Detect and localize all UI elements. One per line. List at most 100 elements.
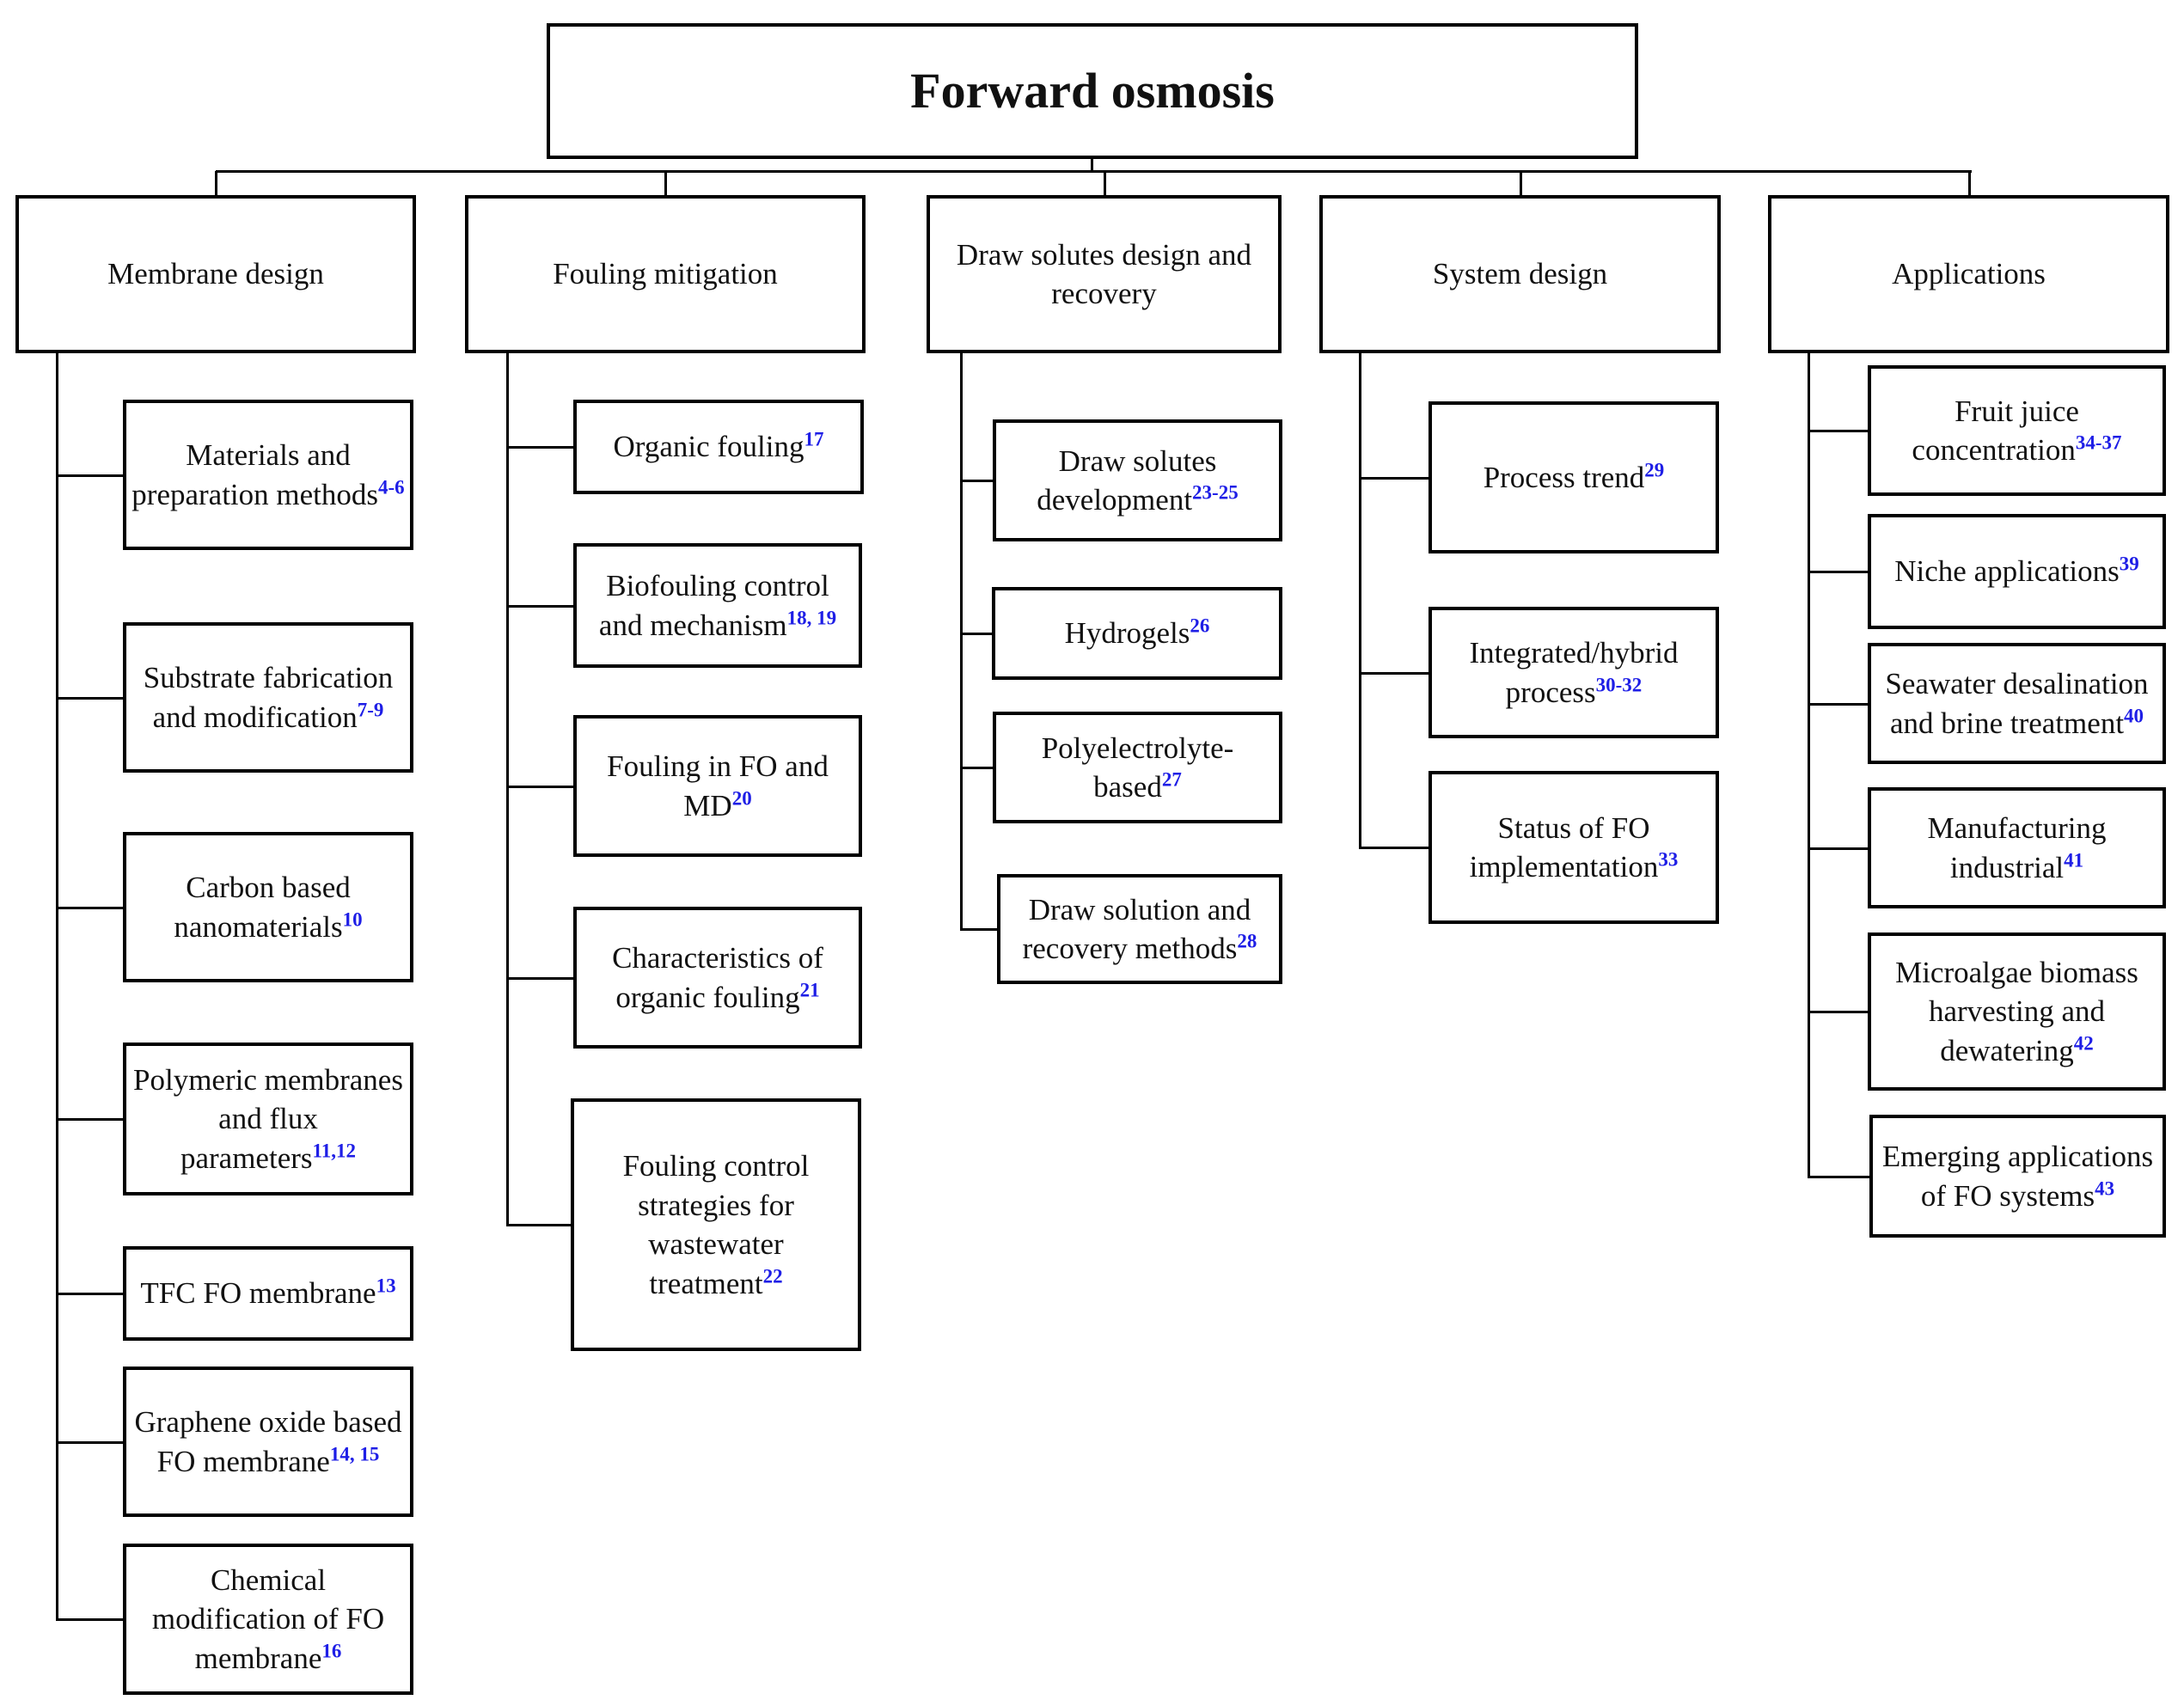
- subtopic-label: Graphene oxide based FO membrane: [134, 1405, 402, 1478]
- spine-line-membrane-design: [56, 353, 58, 1621]
- category-drop-line-membrane-design: [215, 171, 217, 195]
- subtopic-box-fouling-in-fo-and-md: Fouling in FO and MD20: [573, 715, 862, 857]
- reference-number: 4-6: [378, 475, 405, 498]
- branch-line-draw-solutes-design-and-recovery: [961, 480, 993, 482]
- subtopic-label: Fruit juice concentration: [1912, 394, 2079, 468]
- subtopic-label: Process trend: [1483, 460, 1645, 494]
- branch-line-membrane-design: [57, 1118, 123, 1121]
- reference-number: 30-32: [1595, 673, 1643, 695]
- subtopic-content: Status of FO implementation33: [1437, 809, 1710, 887]
- reference-number: 34-37: [2075, 431, 2122, 454]
- category-label: Fouling mitigation: [553, 257, 778, 291]
- subtopic-box-chemical-modification-of-fo-membrane: Chemical modification of FO membrane16: [123, 1544, 413, 1695]
- reference-number: 42: [2073, 1032, 2094, 1055]
- subtopic-content: Fouling control strategies for wastewate…: [579, 1147, 853, 1303]
- branch-line-system-design: [1360, 476, 1428, 480]
- reference-number: 16: [321, 1640, 342, 1662]
- branch-line-applications: [1808, 702, 1868, 706]
- spine-line-system-design: [1359, 353, 1361, 849]
- branch-line-membrane-design: [57, 1293, 123, 1295]
- subtopic-box-carbon-based-nanomaterials: Carbon based nanomaterials10: [123, 832, 413, 982]
- reference-number: 43: [2095, 1177, 2115, 1199]
- subtopic-label: Substrate fabrication and modification: [143, 661, 394, 734]
- reference-number: 13: [376, 1275, 396, 1297]
- branch-line-draw-solutes-design-and-recovery: [961, 928, 997, 931]
- branch-line-membrane-design: [57, 696, 123, 700]
- subtopic-content: Manufacturing industrial41: [1876, 809, 2157, 887]
- subtopic-box-draw-solution-and-recovery-methods: Draw solution and recovery methods28: [997, 874, 1282, 984]
- subtopic-box-biofouling-control-and-mechanism: Biofouling control and mechanism18, 19: [573, 543, 862, 668]
- reference-number: 27: [1161, 768, 1182, 791]
- category-drop-line-system-design: [1519, 171, 1522, 195]
- subtopic-box-emerging-applications-of-fo-systems: Emerging applications of FO systems43: [1869, 1115, 2166, 1238]
- subtopic-box-tfc-fo-membrane: TFC FO membrane13: [123, 1246, 413, 1341]
- subtopic-content: Polyelectrolyte-based27: [1001, 729, 1274, 807]
- branch-line-applications: [1808, 571, 1868, 573]
- branch-line-draw-solutes-design-and-recovery: [961, 633, 992, 635]
- reference-number: 40: [2124, 704, 2144, 726]
- subtopic-label: Draw solutes development: [1037, 443, 1217, 517]
- subtopic-box-status-of-fo-implementation: Status of FO implementation33: [1428, 771, 1719, 924]
- subtopic-label: Carbon based nanomaterials: [174, 871, 351, 944]
- subtopic-label: Manufacturing industrial: [1927, 811, 2107, 884]
- subtopic-content: Carbon based nanomaterials10: [132, 868, 405, 946]
- subtopic-label: Integrated/hybrid process: [1469, 636, 1679, 709]
- category-label: Draw solutes design and recovery: [956, 237, 1252, 311]
- subtopic-content: Substrate fabrication and modification7-…: [132, 658, 405, 737]
- subtopic-content: Characteristics of organic fouling21: [582, 939, 853, 1017]
- category-drop-line-draw-solutes-design-and-recovery: [1103, 171, 1106, 195]
- subtopic-content: Integrated/hybrid process30-32: [1437, 633, 1710, 712]
- subtopic-box-fouling-control-strategies-for-wastewater-treatment: Fouling control strategies for wastewate…: [571, 1098, 861, 1351]
- reference-number: 17: [804, 428, 824, 450]
- subtopic-content: Seawater desalination and brine treatmen…: [1876, 664, 2157, 743]
- category-label: Membrane design: [107, 257, 324, 291]
- subtopic-content: Organic fouling17: [614, 427, 824, 467]
- subtopic-content: Biofouling control and mechanism18, 19: [582, 566, 853, 645]
- subtopic-content: Process trend29: [1484, 458, 1665, 498]
- subtopic-box-polymeric-membranes-and-flux-parameters: Polymeric membranes and flux parameters1…: [123, 1043, 413, 1195]
- subtopic-box-hydrogels: Hydrogels26: [992, 587, 1282, 680]
- spine-line-applications: [1808, 353, 1810, 1178]
- subtopic-box-polyelectrolyte-based: Polyelectrolyte-based27: [993, 712, 1282, 823]
- subtopic-label: TFC FO membrane: [140, 1276, 376, 1311]
- reference-number: 7-9: [357, 698, 384, 720]
- category-box-applications: Applications: [1768, 195, 2169, 353]
- category-box-draw-solutes-design-and-recovery: Draw solutes design and recovery: [927, 195, 1282, 353]
- reference-number: 33: [1658, 848, 1679, 871]
- branch-line-applications: [1808, 1011, 1868, 1013]
- reference-number: 20: [731, 786, 752, 809]
- subtopic-box-fruit-juice-concentration: Fruit juice concentration34-37: [1868, 365, 2166, 496]
- subtopic-box-substrate-fabrication-and-modification: Substrate fabrication and modification7-…: [123, 622, 413, 773]
- subtopic-label: Polyelectrolyte-based: [1041, 731, 1234, 804]
- subtopic-label: Draw solution and recovery methods: [1022, 892, 1251, 966]
- reference-number: 21: [799, 978, 820, 1000]
- subtopic-box-integrated-hybrid-process: Integrated/hybrid process30-32: [1428, 607, 1719, 738]
- subtopic-label: Microalgae biomass harvesting and dewate…: [1895, 955, 2138, 1067]
- category-drop-line-fouling-mitigation: [664, 171, 667, 195]
- spine-line-fouling-mitigation: [506, 353, 509, 1226]
- subtopic-label: Fouling in FO and MD: [607, 749, 829, 822]
- category-bus-line: [216, 170, 1972, 173]
- reference-number: 10: [342, 908, 363, 930]
- subtopic-content: TFC FO membrane13: [140, 1274, 395, 1313]
- branch-line-fouling-mitigation: [507, 976, 573, 980]
- subtopic-label: Polymeric membranes and flux parameters: [133, 1062, 403, 1175]
- category-box-system-design: System design: [1319, 195, 1721, 353]
- reference-number: 22: [762, 1264, 783, 1287]
- reference-number: 41: [2064, 848, 2084, 871]
- subtopic-label: Materials and preparation methods: [132, 438, 379, 511]
- subtopic-content: Niche applications39: [1894, 552, 2138, 591]
- branch-line-applications: [1808, 1175, 1869, 1178]
- category-label: System design: [1432, 257, 1608, 291]
- branch-line-fouling-mitigation: [507, 785, 573, 788]
- subtopic-content: Fruit juice concentration34-37: [1876, 392, 2157, 470]
- subtopic-content: Emerging applications of FO systems43: [1878, 1137, 2157, 1215]
- branch-line-fouling-mitigation: [507, 1224, 571, 1226]
- subtopic-box-niche-applications: Niche applications39: [1868, 514, 2166, 629]
- reference-number: 14, 15: [329, 1442, 380, 1464]
- subtopic-label: Status of FO implementation: [1469, 810, 1659, 884]
- subtopic-box-draw-solutes-development: Draw solutes development23-25: [993, 419, 1282, 541]
- branch-line-system-design: [1360, 847, 1428, 849]
- reference-number: 29: [1644, 459, 1665, 481]
- subtopic-label: Biofouling control and mechanism: [598, 569, 829, 642]
